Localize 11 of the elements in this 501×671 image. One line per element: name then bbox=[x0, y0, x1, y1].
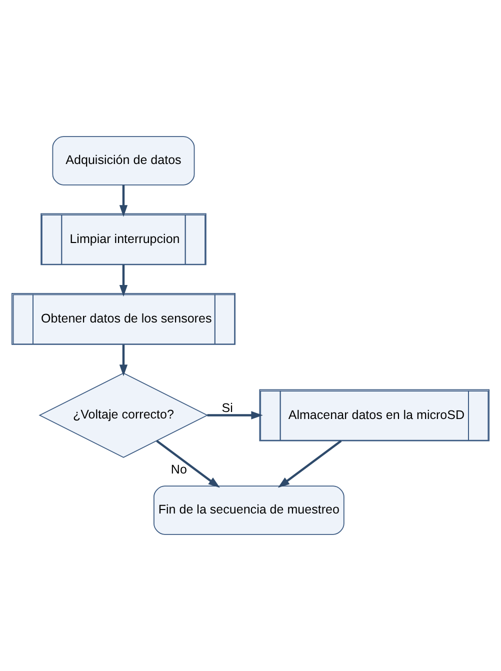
arrow bbox=[119, 185, 128, 217]
node-diamond: ¿Voltaje correcto? bbox=[38, 372, 208, 458]
node-box: Fin de la secuencia de muestreo bbox=[154, 486, 344, 535]
node-box: Adquisición de datos bbox=[52, 136, 195, 186]
arrow bbox=[207, 411, 263, 420]
arrow bbox=[156, 440, 220, 488]
arrow bbox=[119, 264, 128, 297]
edge-label: No bbox=[170, 462, 187, 476]
edge-label: Si bbox=[222, 400, 233, 415]
arrow bbox=[119, 344, 128, 376]
arrow bbox=[278, 440, 342, 488]
